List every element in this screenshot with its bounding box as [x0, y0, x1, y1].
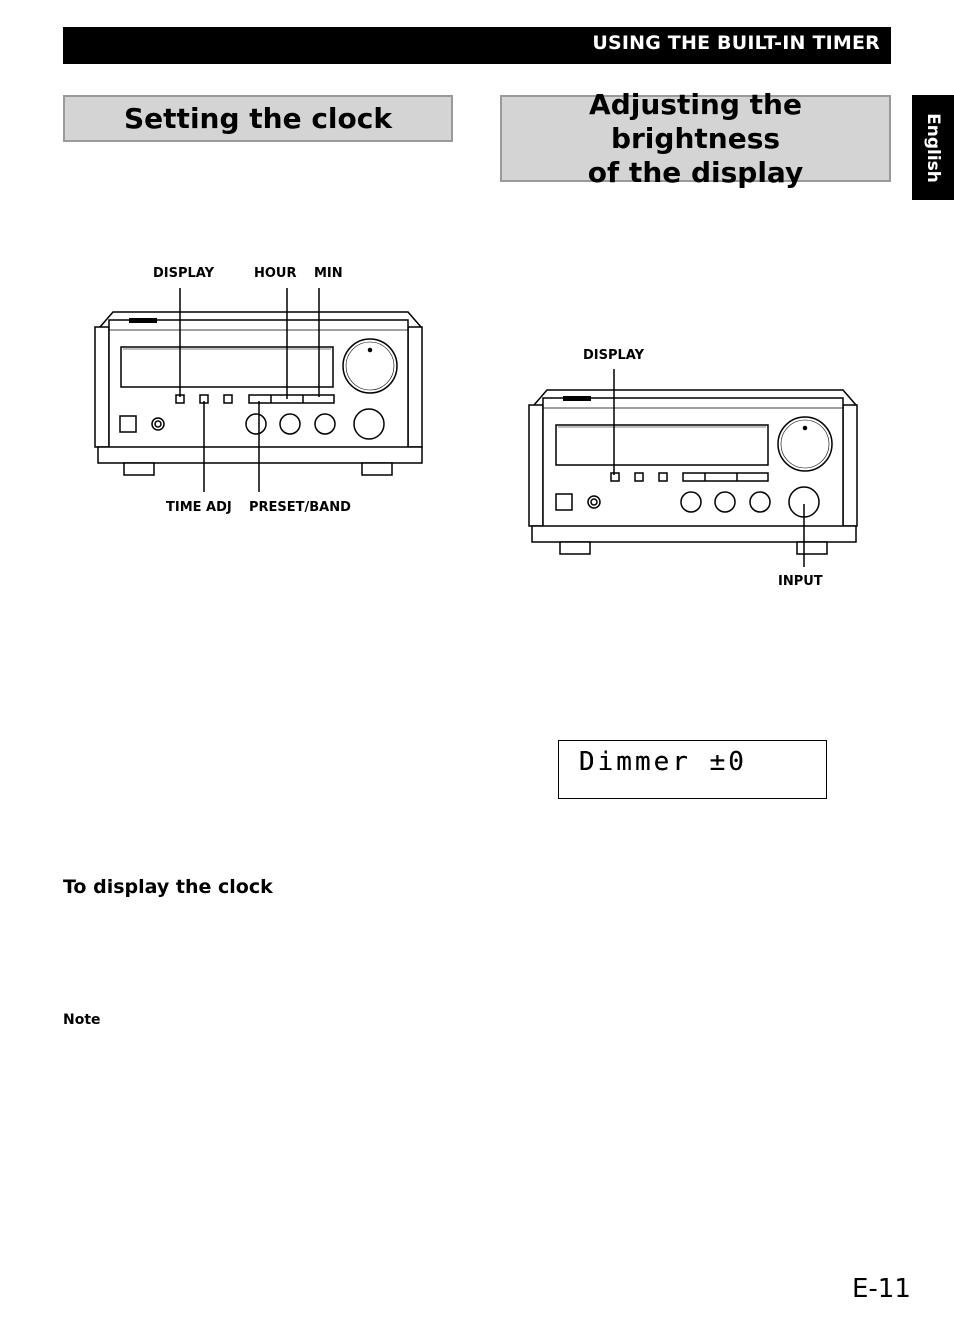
note-heading: Note	[63, 1012, 101, 1028]
label-input: INPUT	[778, 574, 823, 589]
language-tab: English	[912, 95, 954, 200]
dimmer-lcd-text: Dimmer ±0	[579, 747, 747, 777]
section-header-bar: USING THE BUILT-IN TIMER	[63, 27, 891, 64]
display-clock-subheading: To display the clock	[63, 876, 273, 898]
setting-clock-title: Setting the clock	[124, 101, 392, 135]
brightness-title-line2: of the display	[587, 155, 804, 189]
section-header-title: USING THE BUILT-IN TIMER	[592, 32, 880, 54]
label-display: DISPLAY	[153, 266, 215, 281]
brightness-title-box: Adjusting the brightness of the display	[500, 88, 891, 189]
label-min: MIN	[314, 266, 343, 281]
label-display-right: DISPLAY	[583, 348, 645, 363]
brightness-title-line1: Adjusting the brightness	[589, 87, 802, 155]
setting-clock-title-box: Setting the clock	[63, 95, 453, 142]
label-hour: HOUR	[254, 266, 297, 281]
page-number: E-11	[852, 1274, 911, 1304]
label-preset-band: PRESET/BAND	[249, 500, 351, 515]
dimmer-lcd-display: Dimmer ±0	[558, 740, 827, 799]
label-time-adj: TIME ADJ	[166, 500, 232, 515]
